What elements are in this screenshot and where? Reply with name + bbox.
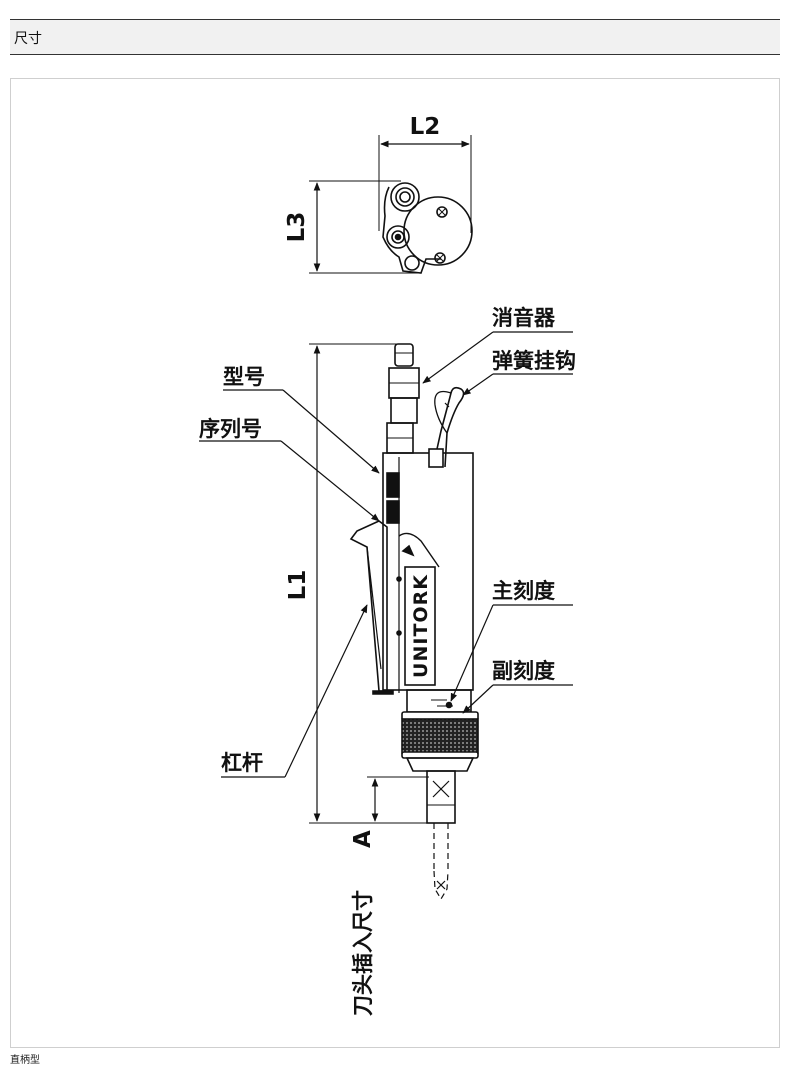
brand-text: UNITORK (410, 574, 432, 678)
sub-scale-label: 副刻度 (492, 659, 555, 683)
drawing-frame: L2 L3 (10, 78, 780, 1048)
l1-label: L1 (285, 570, 311, 601)
main-scale-leader (450, 604, 494, 702)
motor-housing-circle (403, 196, 473, 266)
model-no-label: 型号 (223, 365, 265, 389)
spring-hook (432, 386, 465, 468)
adjustment-ring (401, 718, 479, 754)
spring-hook-leader (462, 373, 494, 396)
main-scale-label: 主刻度 (492, 579, 555, 603)
section-header: 尺寸 (10, 19, 780, 55)
dimension-drawing: L2 L3 (199, 114, 576, 1016)
spring-hook-label: 弹簧挂钩 (492, 349, 576, 373)
figure-caption: 直柄型 (10, 1055, 40, 1066)
model-leader (282, 389, 380, 474)
top-view (309, 135, 473, 274)
muffler-label: 消音器 (492, 306, 556, 330)
lever-leader (284, 604, 368, 778)
serial-leader (280, 440, 380, 522)
serial-plate (386, 500, 400, 524)
main-scale-mark (445, 701, 453, 709)
lever (349, 520, 388, 692)
bit-insert-label: 刀头插入尺寸 (351, 890, 375, 1016)
a-label: A (350, 830, 376, 848)
lever-label: 杠杆 (221, 751, 263, 775)
section-title: 尺寸 (14, 31, 42, 47)
l3-label: L3 (284, 212, 310, 243)
muffler-cap (394, 343, 414, 367)
l2-label: L2 (410, 114, 441, 140)
bit-chuck (426, 770, 456, 824)
muffler-leader (422, 331, 494, 384)
brand-plate (404, 566, 436, 686)
serial-no-label: 序列号 (199, 417, 262, 441)
model-plate (386, 472, 400, 498)
side-view (199, 331, 573, 901)
sub-scale-leader (462, 684, 494, 714)
bit-outline (433, 823, 449, 901)
air-inlet-outer (390, 182, 420, 212)
